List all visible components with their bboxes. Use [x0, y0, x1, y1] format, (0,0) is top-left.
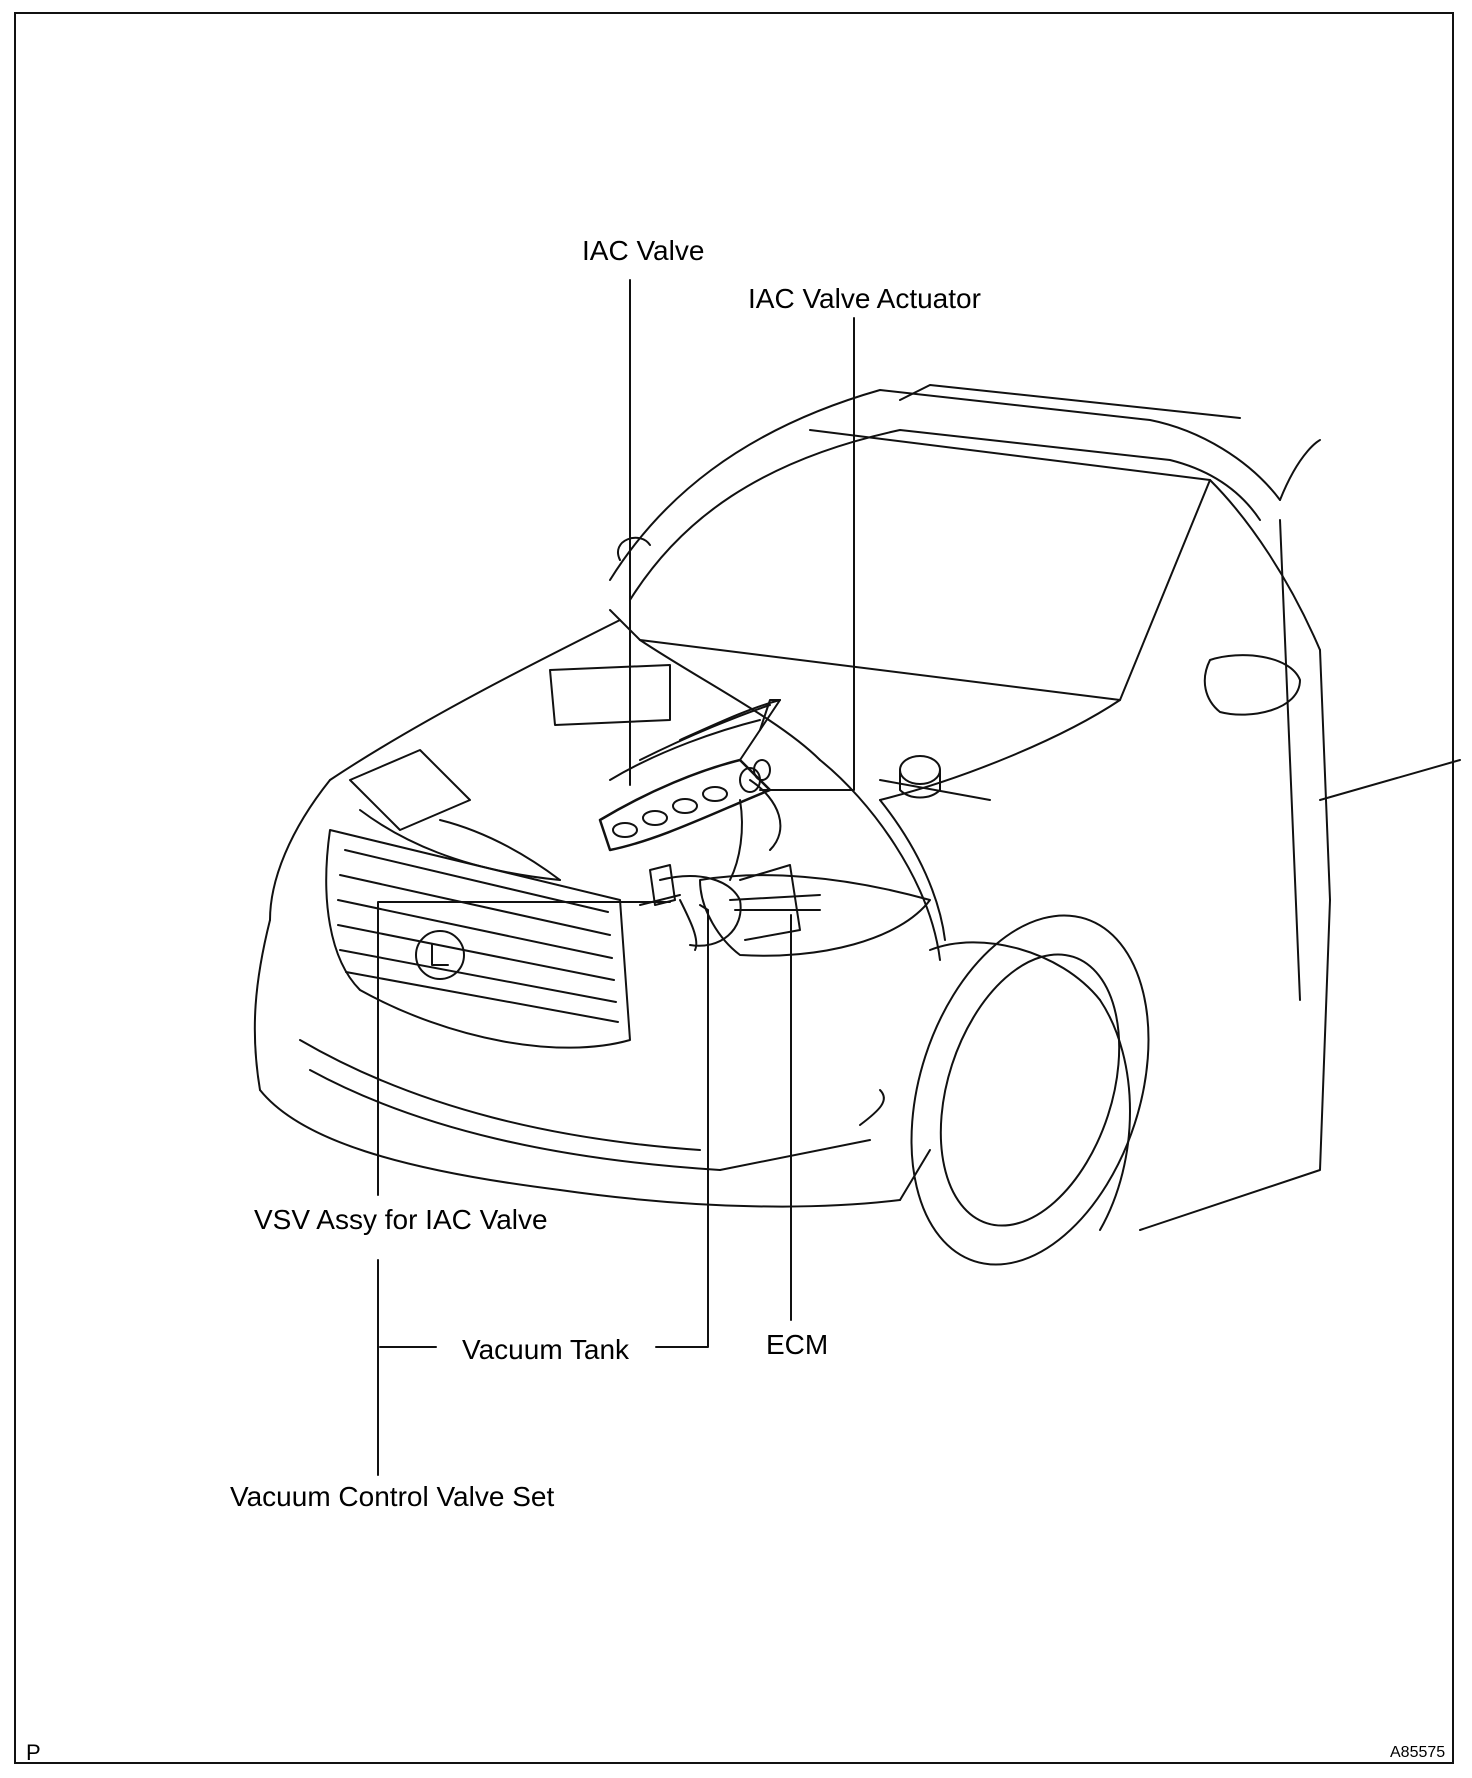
- car-body-outline: [253, 384, 1461, 1266]
- label-vsv-assy: VSV Assy for IAC Valve: [254, 1204, 548, 1235]
- component-cluster-drawing: [639, 864, 821, 951]
- leader-iac-valve-actuator: [759, 317, 855, 791]
- label-vacuum-tank: Vacuum Tank: [462, 1334, 630, 1365]
- footer-left-mark: P: [26, 1740, 41, 1765]
- leader-vsv-assy: [377, 901, 671, 1196]
- label-ecm: ECM: [766, 1329, 829, 1360]
- label-iac-valve: IAC Valve: [582, 235, 705, 266]
- label-iac-valve-actuator: IAC Valve Actuator: [748, 283, 981, 314]
- label-vacuum-control-valve-set: Vacuum Control Valve Set: [230, 1481, 555, 1512]
- leader-vacuum-tank: [655, 904, 709, 1348]
- leader-lines: [377, 279, 855, 1476]
- intake-manifold-drawing: [598, 699, 782, 881]
- figure-frame: [14, 12, 1454, 1764]
- figure-code: A85575: [1390, 1744, 1446, 1761]
